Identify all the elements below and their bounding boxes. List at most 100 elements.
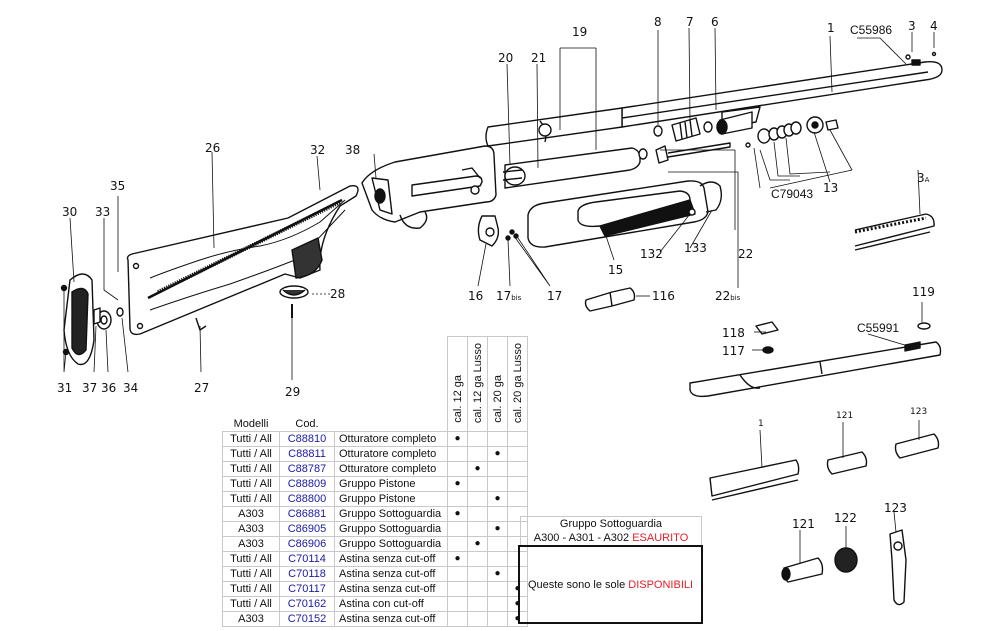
status-disponibili: DISPONIBILI xyxy=(628,578,694,591)
callout-part-1-lower: 1 xyxy=(758,419,764,429)
magazine-tube-part xyxy=(485,107,623,147)
cell-mark: ● xyxy=(487,446,508,462)
callout-part-4: 4 xyxy=(930,19,938,33)
callout-part-8: 8 xyxy=(654,15,662,29)
cell-mark xyxy=(447,461,468,477)
cell-model: Tutti / All xyxy=(222,596,280,612)
cell-mark xyxy=(507,491,528,507)
cell-description: Gruppo Sottoguardia xyxy=(334,521,448,537)
cell-model: Tutti / All xyxy=(222,551,280,567)
cell-mark xyxy=(507,431,528,447)
cell-mark xyxy=(487,506,508,522)
callout-part-122: 122 xyxy=(834,511,857,525)
callout-part-117: 117 xyxy=(722,344,745,358)
cell-mark xyxy=(467,581,488,597)
choke-parts xyxy=(709,433,940,606)
cell-mark xyxy=(467,551,488,567)
callout-code-c79043: C79043 xyxy=(771,187,814,201)
grip-cap-part xyxy=(279,285,309,318)
header-cal-12: cal. 12 ga xyxy=(447,336,468,432)
callout-part-36: 36 xyxy=(101,381,117,395)
callout-part-31: 31 xyxy=(57,381,73,395)
cell-mark xyxy=(467,446,488,462)
cell-description: Otturatore completo xyxy=(334,431,448,447)
status-esaurito: ESAURITO xyxy=(632,532,689,544)
cell-code: C70118 xyxy=(279,566,335,582)
callout-part-133: 133 xyxy=(684,241,707,255)
cell-model: Tutti / All xyxy=(222,446,280,462)
callout-part-34: 34 xyxy=(123,381,139,395)
callout-part-3: 3 xyxy=(908,19,916,33)
callout-part-21: 21 xyxy=(531,51,547,65)
note-available-text: Queste sono le sole DISPONIBILI xyxy=(527,578,694,591)
note-unavailable-title: Gruppo Sottoguardia xyxy=(559,518,663,530)
cell-mark xyxy=(447,566,468,582)
callout-part-35: 35 xyxy=(110,179,126,193)
cell-code: C86881 xyxy=(279,506,335,522)
cell-description: Gruppo Sottoguardia xyxy=(334,536,448,552)
callout-part-20: 20 xyxy=(498,51,514,65)
cell-mark xyxy=(447,596,468,612)
cell-model: Tutti / All xyxy=(222,476,280,492)
callout-part-118: 118 xyxy=(722,326,745,340)
cell-description: Otturatore completo xyxy=(334,461,448,477)
cell-mark xyxy=(467,491,488,507)
cell-model: Tutti / All xyxy=(222,566,280,582)
cell-code: C70162 xyxy=(279,596,335,612)
callout-part-132: 132 xyxy=(640,247,663,261)
callout-part-7: 7 xyxy=(686,15,694,29)
stock-part xyxy=(126,185,359,336)
cell-mark xyxy=(447,611,468,627)
callout-part-121-lower: 121 xyxy=(792,517,815,531)
cell-mark xyxy=(487,461,508,477)
callout-part-16: 16 xyxy=(468,289,484,303)
cell-model: A303 xyxy=(222,536,280,552)
cell-mark xyxy=(447,581,468,597)
callout-part-28: 28 xyxy=(330,287,346,301)
cell-mark xyxy=(467,566,488,582)
cell-mark xyxy=(447,536,468,552)
callout-part-27: 27 xyxy=(194,381,210,395)
cell-mark: ● xyxy=(507,581,528,597)
front-sight-part xyxy=(905,51,937,66)
receiver-part xyxy=(361,145,497,229)
callout-part-37: 37 xyxy=(82,381,98,395)
header-code: Cod. xyxy=(295,418,319,430)
spring-assembly-7 xyxy=(653,111,753,142)
cell-mark xyxy=(487,431,508,447)
callout-part-33: 33 xyxy=(95,205,111,219)
cell-code: C86906 xyxy=(279,536,335,552)
bolt-piston-part xyxy=(502,142,731,189)
trigger-guard-part xyxy=(477,215,519,247)
cell-mark: ● xyxy=(447,476,468,492)
cell-code: C86905 xyxy=(279,521,335,537)
callout-code-c55991: C55991 xyxy=(857,321,900,335)
barrel-part xyxy=(621,60,943,129)
cell-description: Astina con cut-off xyxy=(334,596,448,612)
cell-mark: ● xyxy=(447,506,468,522)
header-cal-20: cal. 20 ga xyxy=(487,336,508,432)
cell-mark xyxy=(487,476,508,492)
cell-mark xyxy=(467,506,488,522)
washer-set-13 xyxy=(745,116,839,148)
cell-mark xyxy=(467,521,488,537)
cell-description: Gruppo Sottoguardia xyxy=(334,506,448,522)
callout-part-13: 13 xyxy=(823,181,839,195)
cell-model: A303 xyxy=(222,506,280,522)
cell-code: C70114 xyxy=(279,551,335,567)
cell-mark xyxy=(507,461,528,477)
cell-mark xyxy=(487,551,508,567)
callout-part-32: 32 xyxy=(310,143,326,157)
cell-code: C88787 xyxy=(279,461,335,477)
callout-part-116: 116 xyxy=(652,289,675,303)
cell-description: Astina senza cut-off xyxy=(334,551,448,567)
cell-mark xyxy=(447,446,468,462)
callout-part-15: 15 xyxy=(608,263,624,277)
